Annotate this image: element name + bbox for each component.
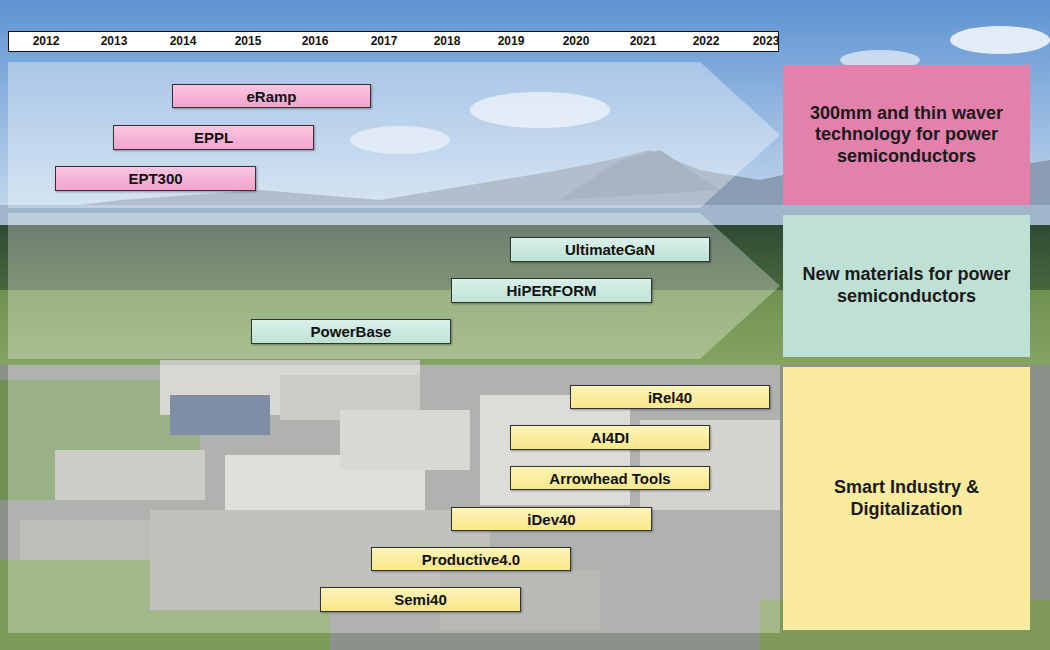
project-bar: EPPL [113, 125, 314, 150]
project-name: EPT300 [128, 170, 182, 187]
year-label: 2013 [101, 34, 128, 48]
project-name: AI4DI [591, 429, 629, 446]
project-bar: eRamp [172, 84, 371, 108]
project-bar: HiPERFORM [451, 278, 652, 303]
timeline-bar: 2012 2013 2014 2015 2016 2017 2018 2019 2020 2021… [8, 31, 779, 52]
project-name: eRamp [246, 88, 296, 105]
project-bar: Arrowhead Tools [510, 466, 710, 490]
project-name: iDev40 [527, 511, 575, 528]
category-label: Smart Industry & Digitalization [797, 477, 1016, 520]
project-name: iRel40 [648, 389, 692, 406]
year-label: 2019 [498, 34, 525, 48]
year-label: 2016 [302, 34, 329, 48]
year-label: 2023 [753, 34, 780, 48]
project-name: UltimateGaN [565, 241, 655, 258]
category-label: 300mm and thin waver technology for powe… [797, 103, 1016, 168]
project-bar: EPT300 [55, 166, 256, 191]
project-bar: UltimateGaN [510, 237, 710, 262]
project-bar: PowerBase [251, 319, 451, 344]
category-label: New materials for power semiconductors [797, 264, 1016, 307]
project-bar: Semi40 [320, 587, 521, 612]
project-name: Productive4.0 [422, 551, 520, 568]
category-box: New materials for power semiconductors [783, 215, 1030, 357]
project-name: PowerBase [311, 323, 392, 340]
category-box: Smart Industry & Digitalization [783, 367, 1030, 630]
year-label: 2018 [434, 34, 461, 48]
category-box: 300mm and thin waver technology for powe… [783, 65, 1030, 205]
year-label: 2020 [563, 34, 590, 48]
project-bar: AI4DI [510, 425, 710, 450]
year-label: 2012 [33, 34, 60, 48]
year-label: 2014 [170, 34, 197, 48]
project-bar: Productive4.0 [371, 547, 571, 571]
project-name: Arrowhead Tools [549, 470, 670, 487]
project-bar: iRel40 [570, 385, 770, 409]
project-bar: iDev40 [451, 507, 652, 531]
year-label: 2015 [235, 34, 262, 48]
year-label: 2021 [630, 34, 657, 48]
project-name: HiPERFORM [507, 282, 597, 299]
project-name: Semi40 [394, 591, 447, 608]
year-label: 2017 [371, 34, 398, 48]
year-label: 2022 [693, 34, 720, 48]
project-name: EPPL [194, 129, 233, 146]
